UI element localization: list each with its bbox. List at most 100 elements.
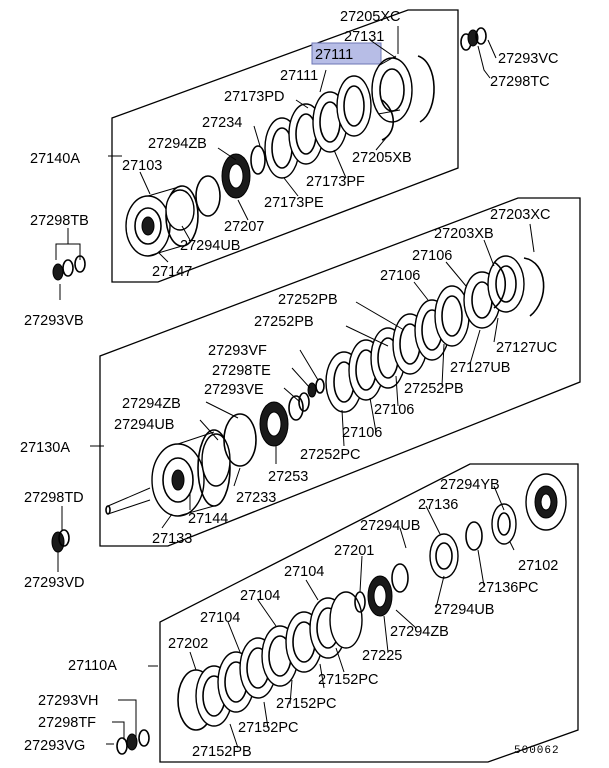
label-27152PC-c: 27152PC — [238, 720, 298, 736]
label-27233: 27233 — [236, 490, 276, 506]
label-27252PB-a: 27252PB — [278, 292, 338, 308]
label-27140A: 27140A — [30, 151, 80, 167]
diagram-code: 500062 — [514, 745, 560, 757]
part-highlight-27111 — [311, 42, 382, 65]
label-27294ZB-top: 27294ZB — [148, 136, 207, 152]
label-27298TC: 27298TC — [490, 74, 550, 90]
drum-27102-icon — [525, 473, 567, 531]
label-27152PC-a: 27152PC — [318, 672, 378, 688]
ring-27293VE-icon — [298, 392, 310, 412]
label-27294ZB-mid: 27294ZB — [122, 396, 181, 412]
group-27110A-outline — [159, 463, 579, 763]
group-27140A — [108, 9, 459, 283]
label-27253: 27253 — [268, 469, 308, 485]
label-27294UB-bottom-b: 27294UB — [434, 602, 494, 618]
label-27252PB-c: 27252PB — [404, 381, 464, 397]
gear-27294ZB-icon — [221, 153, 251, 199]
label-27106-b: 27106 — [380, 268, 420, 284]
label-27147: 27147 — [152, 264, 192, 280]
label-27294UB-top: 27294UB — [180, 238, 240, 254]
washer-27294UB-icon — [165, 189, 195, 231]
label-27102: 27102 — [518, 558, 558, 574]
label-27133: 27133 — [152, 531, 192, 547]
plate-27152PC-c-icon — [329, 591, 363, 649]
gear-27294ZB-mid-icon — [259, 401, 289, 447]
label-27173PE: 27173PE — [264, 195, 324, 211]
label-27106-a: 27106 — [412, 248, 452, 264]
hub-27131-icon — [371, 55, 413, 123]
label-27130A: 27130A — [20, 440, 70, 456]
label-27173PF: 27173PF — [306, 174, 365, 190]
snapring-27203XB-icon — [493, 261, 507, 309]
label-27234: 27234 — [202, 115, 242, 131]
label-27205XC: 27205XC — [340, 9, 400, 25]
label-27293VG: 27293VG — [24, 738, 85, 754]
label-27205XB: 27205XB — [352, 150, 412, 166]
snapring-27205XC-icon — [417, 55, 435, 123]
snapring-27205XB-icon — [381, 99, 395, 141]
plate-27111-icon — [336, 75, 372, 137]
label-27106-d: 27106 — [342, 425, 382, 441]
label-27203XB: 27203XB — [434, 226, 494, 242]
drum-27136-icon — [429, 533, 459, 579]
label-27207: 27207 — [224, 219, 264, 235]
snapring-27203XC-icon — [523, 257, 545, 317]
label-27294ZB-bottom: 27294ZB — [390, 624, 449, 640]
label-27144: 27144 — [188, 511, 228, 527]
label-27293VF: 27293VF — [208, 343, 267, 359]
label-27127UC: 27127UC — [496, 340, 557, 356]
label-27136: 27136 — [418, 497, 458, 513]
label-27202: 27202 — [168, 636, 208, 652]
ring-27233-icon — [223, 413, 257, 467]
ring-27293VF-icon — [315, 378, 325, 394]
label-27104-b: 27104 — [240, 588, 280, 604]
group-27140A-outline — [111, 9, 459, 283]
label-27103: 27103 — [122, 158, 162, 174]
label-27127UB: 27127UB — [450, 360, 510, 376]
label-27111: 27111 — [280, 68, 318, 84]
label-27293VB: 27293VB — [24, 313, 84, 329]
drum-27133-icon — [105, 429, 231, 517]
leader-lines-group-27140A — [108, 26, 399, 263]
label-27294UB-mid: 27294UB — [114, 417, 174, 433]
label-27293VE: 27293VE — [204, 382, 264, 398]
label-27293VD: 27293VD — [24, 575, 84, 591]
label-27131: 27131 — [344, 29, 384, 45]
part-labels: 27205XC 27131 27111 27111 27293VC 27298T… — [20, 9, 560, 760]
group-27130A — [90, 197, 581, 547]
label-27203XC: 27203XC — [490, 207, 550, 223]
label-27293VH: 27293VH — [38, 693, 98, 709]
label-27294UB-bottom-a: 27294UB — [360, 518, 420, 534]
label-27225: 27225 — [362, 648, 402, 664]
label-27152PC-b: 27152PC — [276, 696, 336, 712]
label-27293VC: 27293VC — [498, 51, 558, 67]
label-27298TE: 27298TE — [212, 363, 271, 379]
group-27110A — [148, 463, 579, 763]
label-27252PB-b: 27252PB — [254, 314, 314, 330]
label-27136PC: 27136PC — [478, 580, 538, 596]
side-parts-27298TD — [51, 506, 70, 572]
label-27252PC: 27252PC — [300, 447, 360, 463]
bearing-27207-icon — [195, 175, 221, 217]
ring-27234-icon — [250, 145, 266, 175]
side-parts-27298TB — [52, 228, 86, 300]
group-27130A-outline — [99, 197, 581, 547]
ring-27253-icon — [288, 395, 304, 421]
ring-27225-icon — [391, 563, 409, 593]
washer-27136PC-icon — [491, 503, 517, 545]
side-parts-27293VC — [460, 27, 497, 79]
side-parts-27293VH — [106, 699, 150, 755]
leader-lines-group-27130A — [90, 223, 535, 529]
label-27111-highlighted: 27111 — [315, 47, 353, 63]
label-27298TB: 27298TB — [30, 213, 89, 229]
gear-27294ZB-bottom-icon — [367, 575, 393, 617]
label-27110A: 27110A — [68, 658, 117, 674]
washer-27294UB-mid-icon — [201, 433, 231, 487]
label-27201: 27201 — [334, 543, 374, 559]
label-27294YB: 27294YB — [440, 477, 500, 493]
label-27173PD: 27173PD — [224, 89, 284, 105]
label-27106-c: 27106 — [374, 402, 414, 418]
label-27104-c: 27104 — [200, 610, 240, 626]
label-27104-a: 27104 — [284, 564, 324, 580]
